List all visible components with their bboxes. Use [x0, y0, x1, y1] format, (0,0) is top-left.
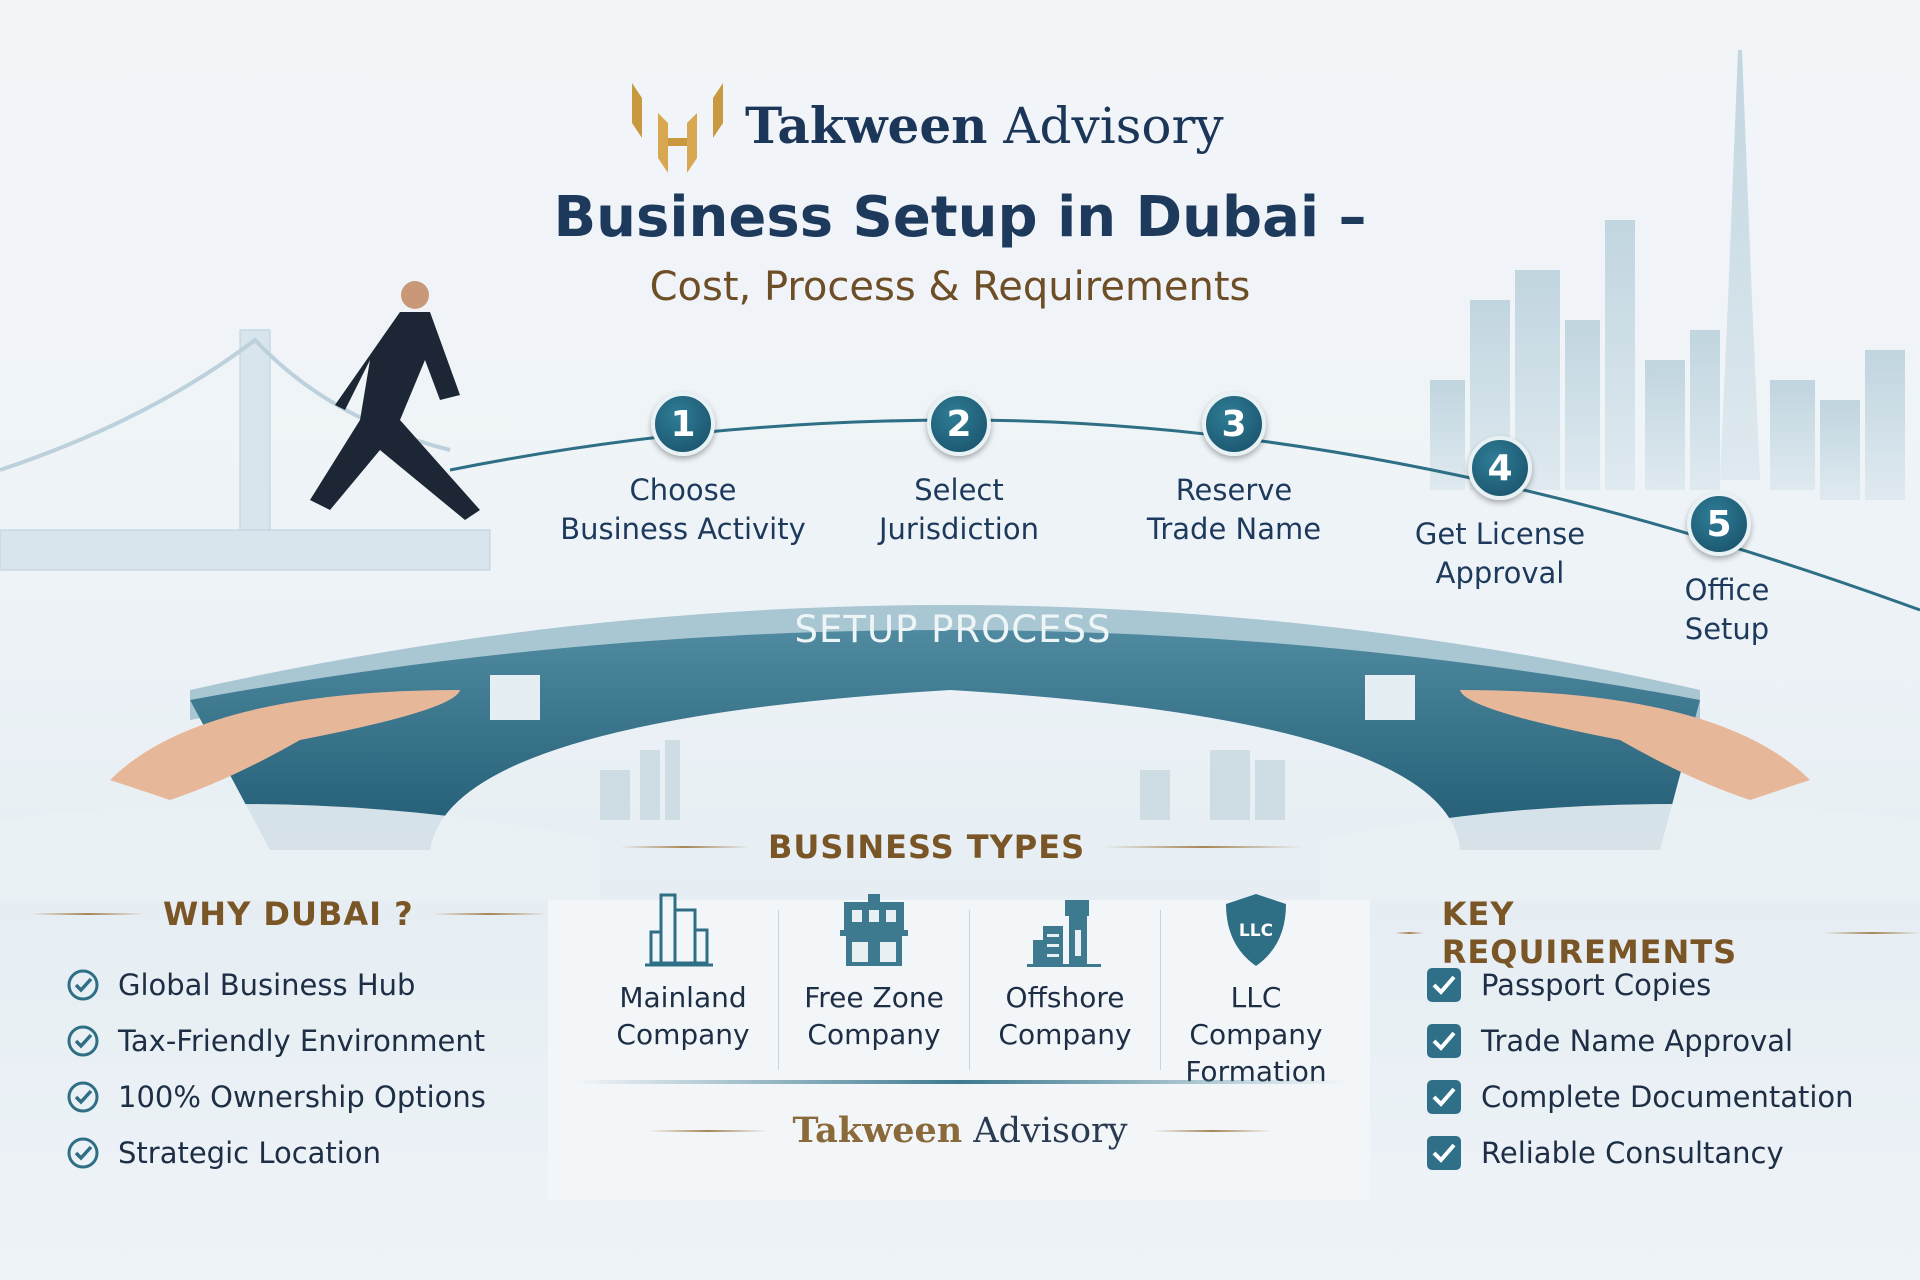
setup-process-label: SETUP PROCESS: [794, 608, 1112, 651]
step-4-number: 4: [1468, 436, 1532, 500]
why-dubai-header: WHY DUBAI ?: [30, 895, 547, 933]
column-divider: [969, 910, 970, 1070]
dubai-skyline: [1430, 50, 1905, 500]
checkbox-checked-icon: [1427, 1024, 1461, 1058]
setup-bridge: [190, 605, 1700, 850]
step-1-number: 1: [651, 392, 715, 456]
storefront-icon: [840, 894, 908, 966]
list-item: 100% Ownership Options: [66, 1069, 486, 1125]
footer-brand-light: Advisory: [973, 1111, 1128, 1151]
key-requirements-header: KEY REQUIREMENTS: [1395, 895, 1920, 971]
type-label-line1: Free Zone: [804, 981, 944, 1014]
brand-name-bold: Takween: [745, 96, 988, 155]
list-item-text: Passport Copies: [1481, 968, 1712, 1002]
checkbox-checked-icon: [1427, 1080, 1461, 1114]
step-2-number: 2: [927, 392, 991, 456]
step-label-line1: Office: [1684, 573, 1770, 607]
step-label-line2: Setup: [1684, 612, 1770, 646]
list-item: Global Business Hub: [66, 957, 486, 1013]
step-label-line2: Approval: [1435, 556, 1565, 590]
column-divider: [778, 910, 779, 1070]
type-label-line1: Offshore: [1005, 981, 1125, 1014]
divider: [575, 1080, 1345, 1084]
divider: [1151, 1129, 1272, 1132]
step-3-number: 3: [1202, 392, 1266, 456]
check-circle-icon: [67, 1081, 99, 1113]
business-types-list: Mainland Company Free Zone Company Offsh…: [588, 890, 1351, 1090]
business-type-free-zone: Free Zone Company: [779, 890, 969, 1053]
step-label-line1: Reserve: [1175, 473, 1293, 507]
buildings-icon: [645, 893, 713, 967]
llc-badge: LLC: [1239, 921, 1273, 941]
distant-city: [600, 740, 1285, 820]
check-circle-icon: [67, 1025, 99, 1057]
business-types-header: BUSINESS TYPES: [620, 828, 1304, 866]
businessman: [310, 281, 480, 520]
business-types-title: BUSINESS TYPES: [768, 828, 1086, 866]
page-title: Business Setup in Dubai –: [553, 185, 1367, 250]
list-item: Complete Documentation: [1425, 1069, 1854, 1125]
divider: [648, 1129, 769, 1132]
business-type-llc: LLC LLC Company Formation: [1161, 890, 1351, 1090]
footer-brand-bold: Takween: [792, 1110, 963, 1151]
brand-name-light: Advisory: [1003, 97, 1224, 155]
list-item-text: 100% Ownership Options: [118, 1080, 486, 1114]
key-requirements-title: KEY REQUIREMENTS: [1441, 895, 1738, 971]
checkbox-checked-icon: [1427, 1136, 1461, 1170]
type-label-line2: Company: [998, 1018, 1132, 1051]
mist: [0, 804, 1920, 900]
step-5-number: 5: [1687, 492, 1751, 556]
list-item: Reliable Consultancy: [1425, 1125, 1854, 1181]
step-label-line1: Get License: [1414, 517, 1586, 551]
business-type-mainland: Mainland Company: [588, 890, 778, 1053]
brand-logo: Takween Advisory: [630, 78, 1224, 173]
divider: [620, 846, 750, 848]
list-item-text: Global Business Hub: [118, 968, 416, 1002]
list-item-text: Tax-Friendly Environment: [118, 1024, 486, 1058]
list-item-text: Reliable Consultancy: [1481, 1136, 1784, 1170]
step-label-line1: Choose: [629, 473, 737, 507]
llc-shield-icon: LLC: [1226, 894, 1286, 966]
type-label-line1: Mainland: [619, 981, 747, 1014]
check-circle-icon: [67, 969, 99, 1001]
hands: [110, 690, 1810, 800]
list-item-text: Trade Name Approval: [1481, 1024, 1794, 1058]
checkbox-checked-icon: [1427, 968, 1461, 1002]
list-item: Strategic Location: [66, 1125, 486, 1181]
step-path: [449, 418, 1920, 612]
step-label-line1: Select: [914, 473, 1004, 507]
divider: [431, 913, 547, 915]
why-dubai-title: WHY DUBAI ?: [163, 895, 414, 933]
page-subtitle: Cost, Process & Requirements: [649, 264, 1251, 310]
business-type-offshore: Offshore Company: [970, 890, 1160, 1053]
divider: [1824, 932, 1920, 934]
list-item: Passport Copies: [1425, 957, 1854, 1013]
step-label-line2: Trade Name: [1146, 512, 1322, 546]
divider: [1103, 846, 1304, 848]
type-label-line2: Company: [807, 1018, 941, 1051]
divider: [30, 913, 145, 915]
type-label-line1: LLC Company: [1189, 981, 1323, 1051]
list-item: Tax-Friendly Environment: [66, 1013, 486, 1069]
type-label-line2: Company: [616, 1018, 750, 1051]
check-circle-icon: [67, 1137, 99, 1169]
takween-logo-icon: [632, 83, 723, 173]
type-label-line2: Formation: [1185, 1055, 1327, 1088]
column-divider: [1160, 910, 1161, 1070]
offshore-building-icon: [1027, 900, 1101, 967]
step-label-line2: Jurisdiction: [879, 512, 1039, 546]
step-label-line2: Business Activity: [560, 512, 806, 546]
list-item-text: Complete Documentation: [1481, 1080, 1854, 1114]
divider: [1395, 932, 1424, 934]
list-item: Trade Name Approval: [1425, 1013, 1854, 1069]
list-item-text: Strategic Location: [118, 1136, 381, 1170]
footer-brand: Takween Advisory: [0, 1110, 1920, 1151]
